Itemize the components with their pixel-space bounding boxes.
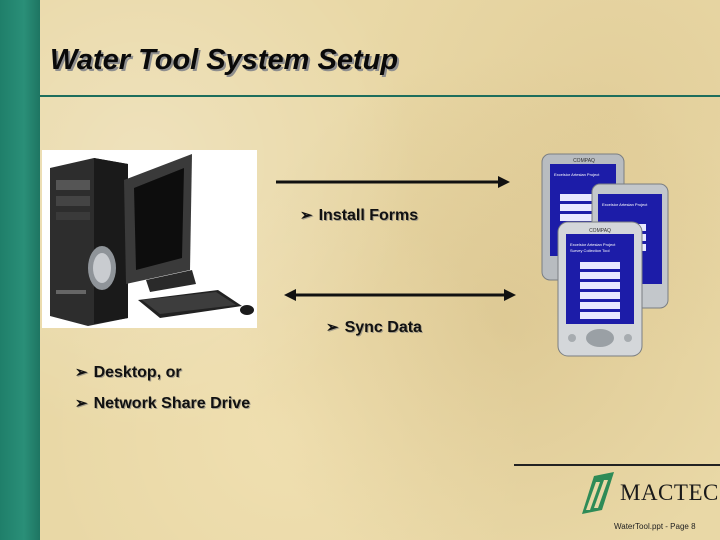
- pda-title-middle: Excelsior Artesian Project: [602, 202, 648, 207]
- desktop-computer-image: [42, 150, 257, 328]
- arrow-bullet-icon: ➢: [300, 207, 313, 224]
- sync-arrow: [284, 288, 516, 302]
- pda-title-back: Excelsior Artesian Project: [554, 172, 600, 177]
- title-divider: [40, 95, 720, 97]
- footer-divider: [514, 464, 720, 466]
- slide-title: Water Tool System Setup: [50, 44, 398, 77]
- install-forms-label: ➢Install Forms: [300, 206, 418, 225]
- pda-title-front: Excelsior Artesian Project: [570, 242, 616, 247]
- bullet-network-share: ➢Network Share Drive: [75, 394, 250, 413]
- pda-subtitle-front: Survey Collection Tool: [570, 248, 610, 253]
- mactec-logo-text: MACTEC: [620, 480, 719, 506]
- install-arrow: [276, 175, 510, 189]
- pda-brand-back: COMPAQ: [573, 158, 595, 164]
- arrow-bullet-icon: ➢: [75, 364, 88, 381]
- left-accent-bar: [0, 0, 40, 540]
- bullet-desktop: ➢Desktop, or: [75, 363, 182, 382]
- arrow-bullet-icon: ➢: [75, 395, 88, 412]
- mactec-logo-icon: [578, 470, 618, 518]
- sync-data-label: ➢Sync Data: [326, 318, 422, 337]
- arrow-bullet-icon: ➢: [326, 319, 339, 336]
- page-note: WaterTool.ppt - Page 8: [614, 522, 696, 531]
- pda-devices-image: COMPAQ Excelsior Artesian Project Excels…: [532, 150, 672, 360]
- pda-brand-front: COMPAQ: [589, 228, 611, 234]
